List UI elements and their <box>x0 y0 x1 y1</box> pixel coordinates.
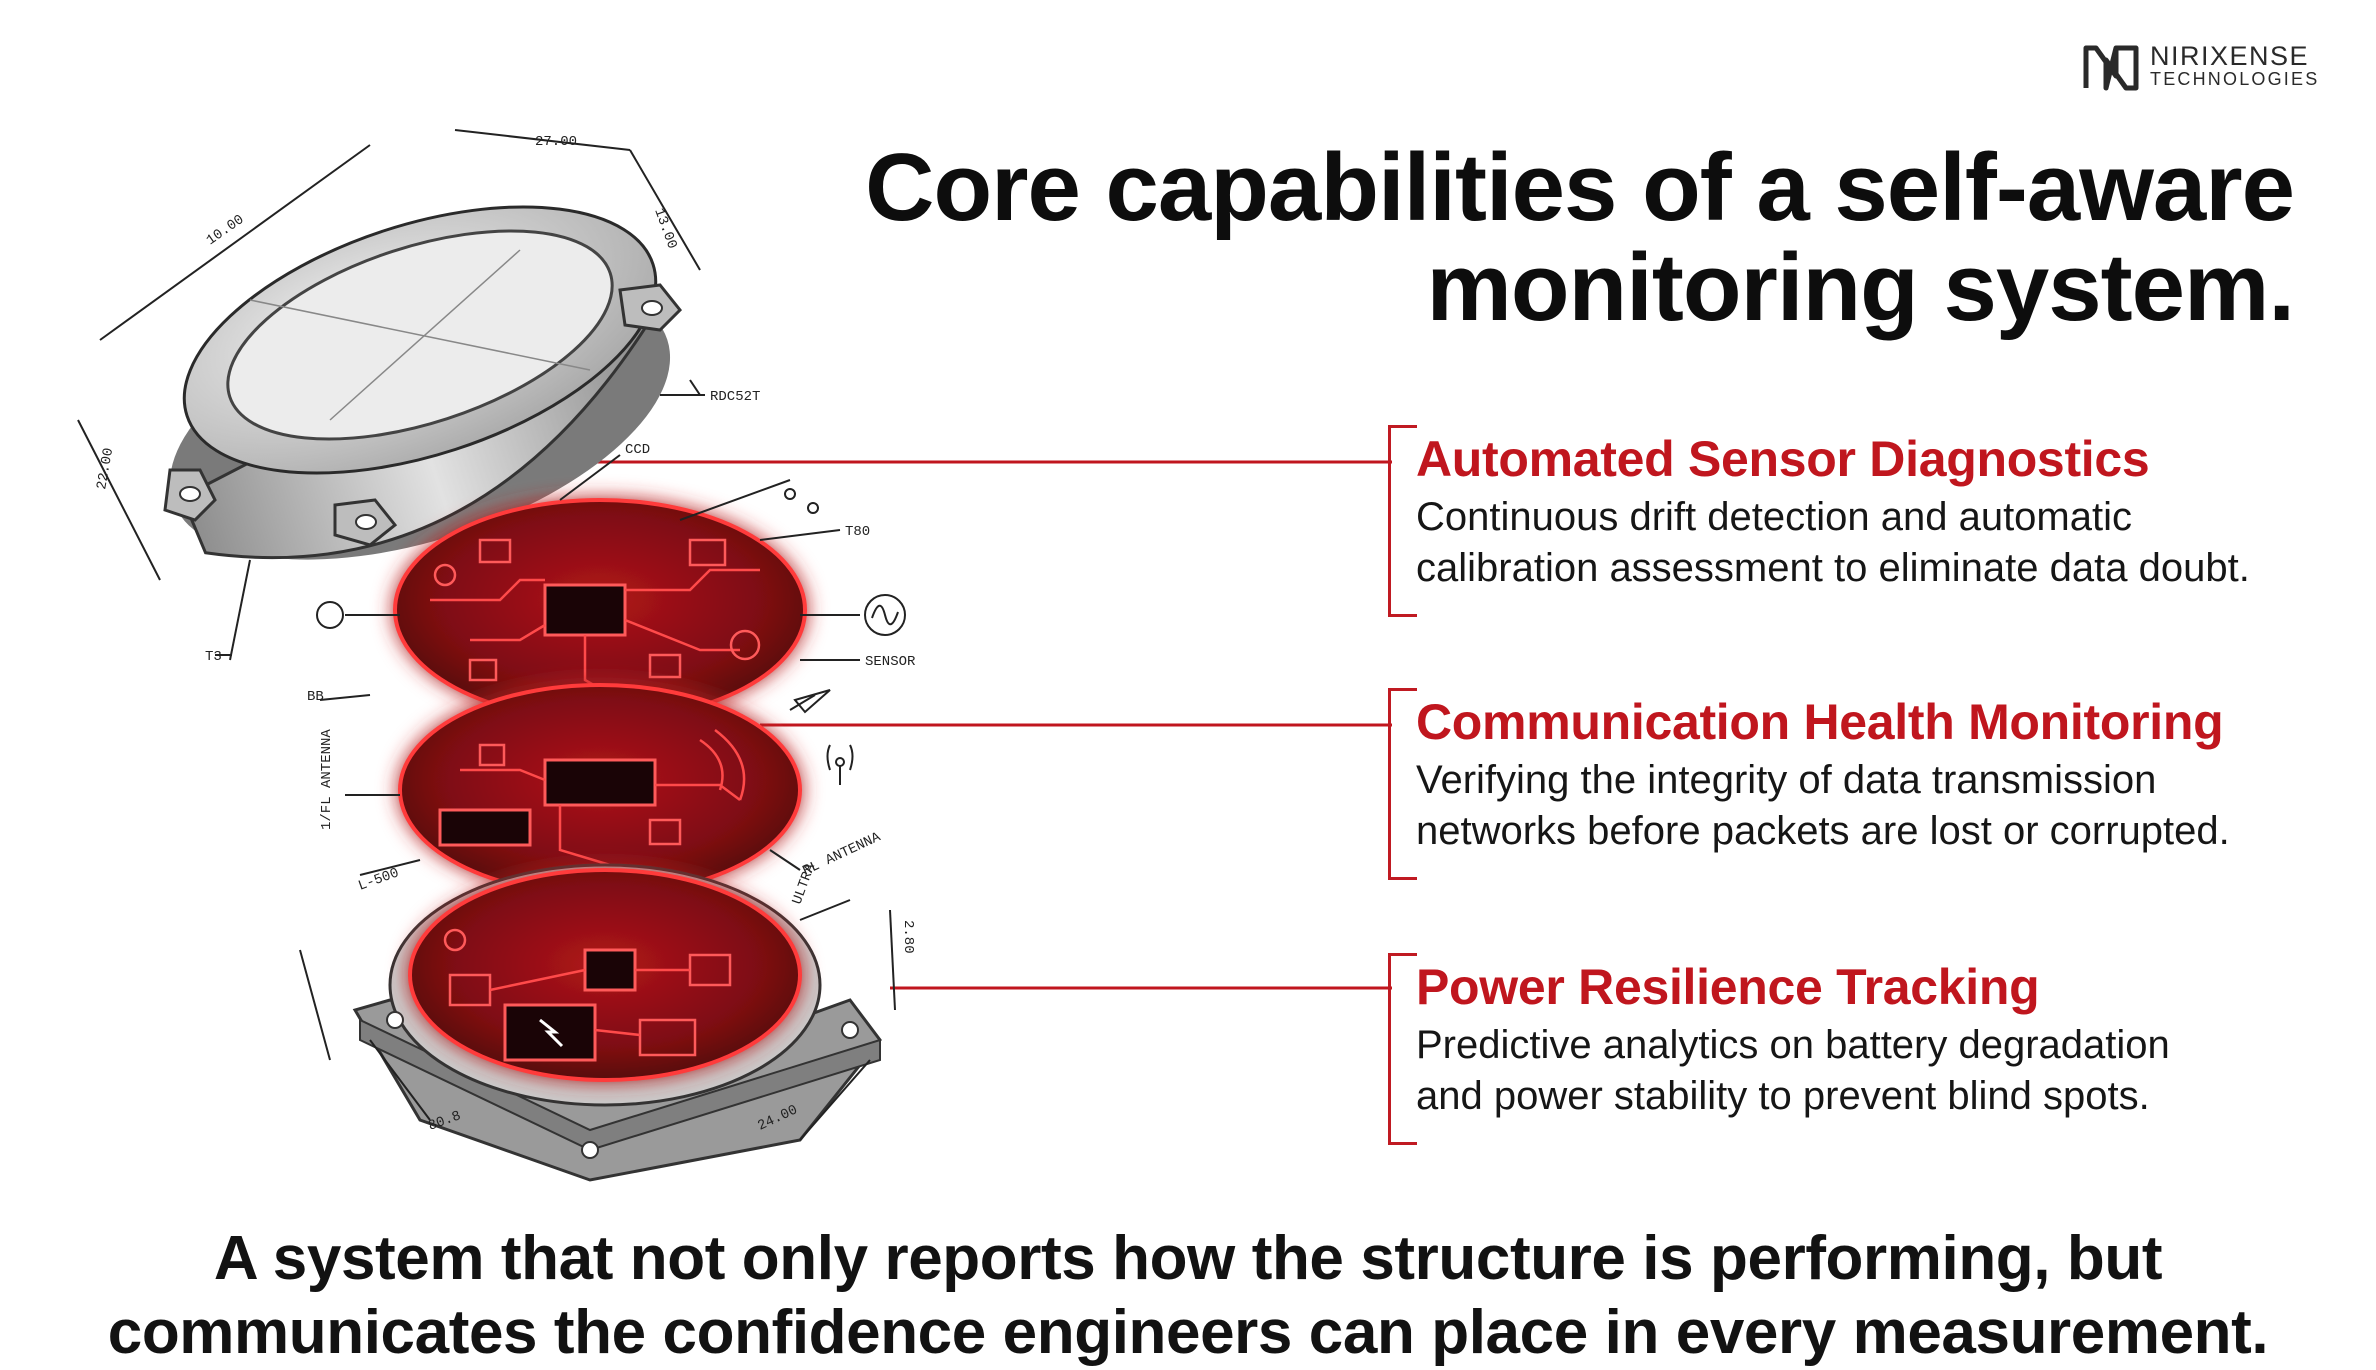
footer-statement: A system that not only reports how the s… <box>0 1222 2376 1370</box>
capability-description-line-2: and power stability to prevent blind spo… <box>1416 1074 2150 1118</box>
capability-bracket <box>1388 425 1417 617</box>
sensor-exploded-illustration: 10.00 27.00 13.00 22.00 RDC52T T3 <box>77 129 1392 1182</box>
pcb-board-top-traces <box>430 538 761 702</box>
capability-communication-health-monitoring: Communication Health Monitoring Verifyin… <box>1388 688 2332 880</box>
capability-bracket <box>1388 953 1417 1145</box>
capability-automated-sensor-diagnostics: Automated Sensor Diagnostics Continuous … <box>1388 425 2332 617</box>
capability-description: Continuous drift detection and automatic… <box>1416 492 2316 594</box>
base-dimensions <box>299 899 896 1141</box>
callout-ccd: CCD <box>625 442 650 458</box>
board-top-callouts <box>316 454 906 714</box>
capability-title: Communication Health Monitoring <box>1416 694 2224 750</box>
capability-description: Predictive analytics on battery degradat… <box>1416 1020 2316 1122</box>
callout-ultra: ULTRA <box>790 861 820 907</box>
capability-description-line-2: networks before packets are lost or corr… <box>1416 809 2230 853</box>
footer-line-1: A system that not only reports how the s… <box>213 1224 2163 1293</box>
connector-lines <box>560 460 1392 990</box>
housing-lid: 10.00 27.00 13.00 22.00 RDC52T T3 <box>77 129 760 665</box>
title-line-2: monitoring system. <box>1426 234 2295 341</box>
dim-side-label: 22.00 <box>94 447 117 491</box>
brand-subtitle: TECHNOLOGIES <box>2150 69 2320 89</box>
page-title: Core capabilities of a self-aware monito… <box>594 138 2295 341</box>
capability-title: Power Resilience Tracking <box>1416 959 2040 1015</box>
callout-bb: BB <box>307 689 324 705</box>
capability-description-line-1: Continuous drift detection and automatic <box>1416 495 2132 539</box>
callout-t-label: T3 <box>205 649 222 665</box>
dim-top-label: 27.00 <box>535 134 577 150</box>
capability-description-line-1: Predictive analytics on battery degradat… <box>1416 1023 2170 1067</box>
footer-line-2: communicates the confidence engineers ca… <box>107 1298 2269 1367</box>
pcb-board-middle-traces <box>438 729 746 867</box>
brand-name: NIRIXENSE <box>2150 41 2310 71</box>
brand-logo: NIRIXENSE TECHNOLOGIES <box>2082 40 2322 96</box>
callout-t80: T80 <box>845 524 870 540</box>
title-line-1: Core capabilities of a self-aware <box>865 134 2295 241</box>
dim-left-label: 10.00 <box>204 212 248 249</box>
capability-description-line-2: calibration assessment to eliminate data… <box>1416 546 2250 590</box>
lid-label: RDC52T <box>710 389 760 405</box>
capability-title: Automated Sensor Diagnostics <box>1416 431 2150 487</box>
capability-description: Verifying the integrity of data transmis… <box>1416 755 2316 857</box>
capability-bracket <box>1388 688 1417 880</box>
side-label-a: 1/FL ANTENNA <box>319 729 335 830</box>
capability-power-resilience-tracking: Power Resilience Tracking Predictive ana… <box>1388 953 2332 1145</box>
nirixense-logo-icon <box>2083 45 2139 91</box>
board-middle-callouts <box>345 744 854 876</box>
callout-base-right: 2.80 <box>900 920 916 954</box>
capability-description-line-1: Verifying the integrity of data transmis… <box>1416 758 2157 802</box>
callout-sensor: SENSOR <box>865 654 916 670</box>
pcb-board-bottom-traces <box>443 928 732 1062</box>
